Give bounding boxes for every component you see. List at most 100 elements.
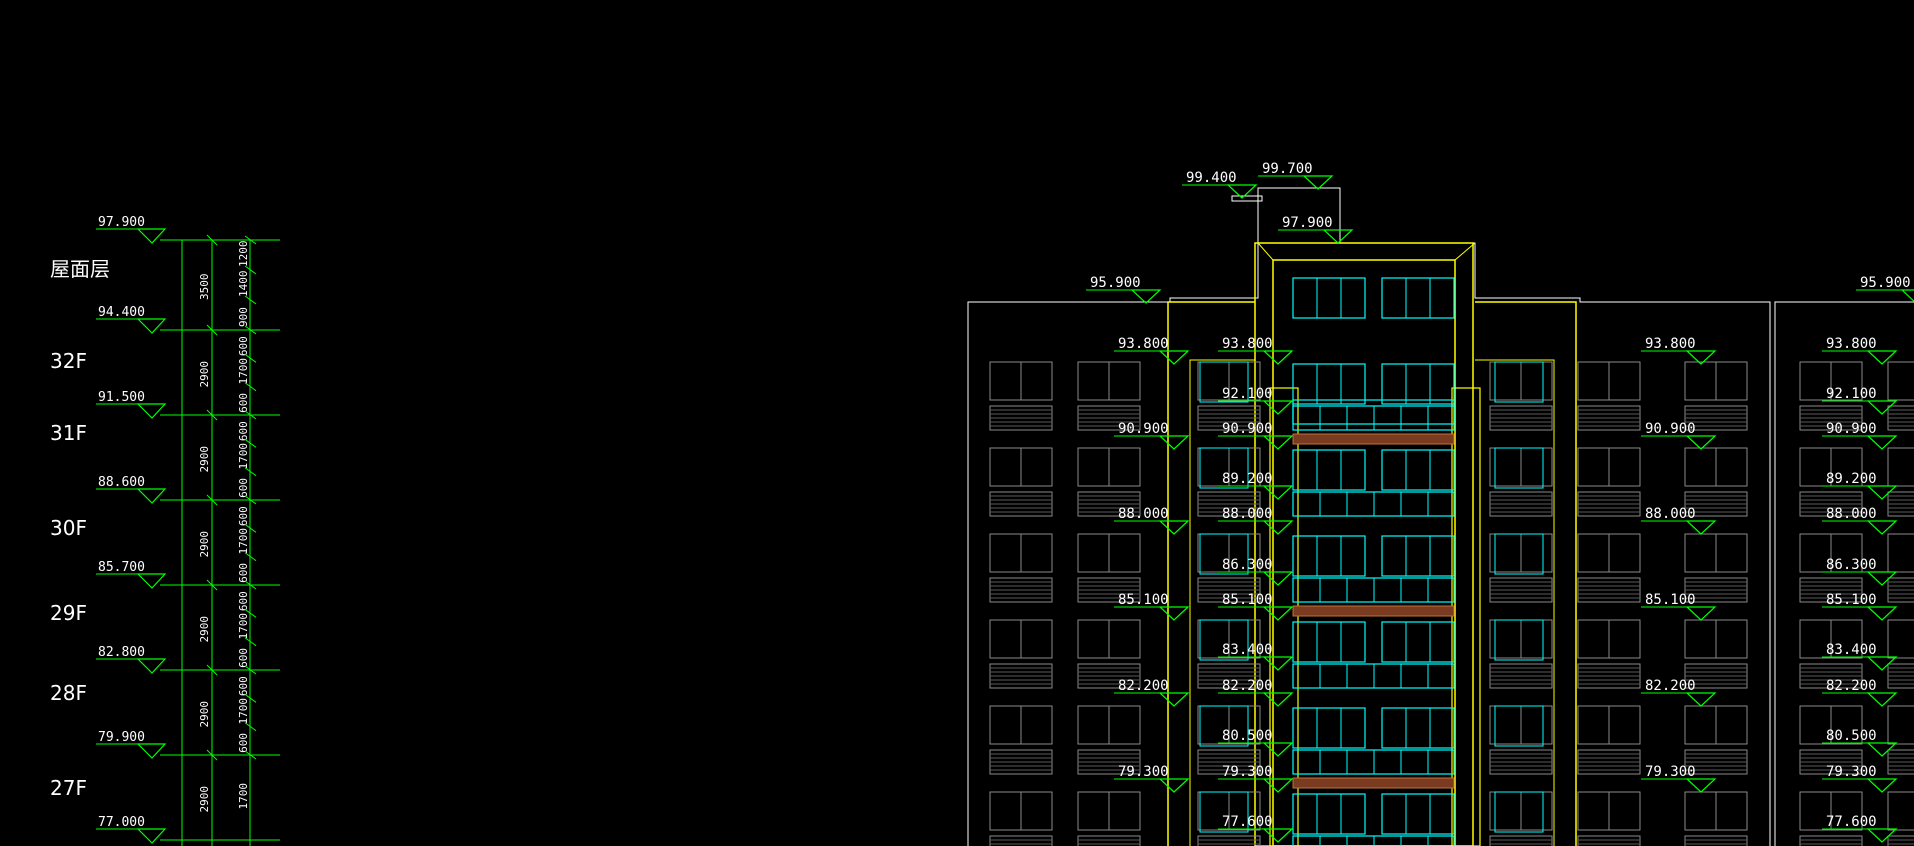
side-railing xyxy=(1684,835,1748,846)
level-marker-triangle xyxy=(136,658,167,674)
left-side-elevation-text: 82.200 xyxy=(1118,678,1169,694)
elevation-marker xyxy=(1685,520,1717,535)
core-window xyxy=(1381,277,1455,319)
wing-window xyxy=(1494,533,1544,575)
dimension-tick xyxy=(244,523,257,533)
level-elevation-text: 77.000 xyxy=(98,815,145,830)
level-marker-triangle xyxy=(136,403,167,419)
total-dimension-text: 2900 xyxy=(198,446,211,473)
left-side-elevation-text: 85.100 xyxy=(1118,592,1169,608)
core-window xyxy=(1381,621,1455,663)
floor-label: 31F xyxy=(50,421,87,445)
elevation-marker xyxy=(1685,692,1717,707)
core-window xyxy=(1381,793,1455,835)
dimension-tick xyxy=(206,234,218,246)
wing-window xyxy=(1494,791,1544,833)
level-marker-triangle xyxy=(136,573,167,589)
floor-label: 29F xyxy=(50,601,87,625)
elevation-marker xyxy=(1866,692,1898,707)
elevation-marker xyxy=(1866,778,1898,793)
elevation-marker xyxy=(1262,435,1294,450)
elevation-marker xyxy=(1262,571,1294,586)
part-dimension-text: 1700 xyxy=(237,613,250,640)
elevation-marker xyxy=(1262,778,1294,793)
right-elevation-text: 82.200 xyxy=(1826,678,1877,694)
mid-side-elevation-text: 79.300 xyxy=(1645,764,1696,780)
core-window xyxy=(1292,621,1366,663)
core-window xyxy=(1292,793,1366,835)
wing-window xyxy=(1199,447,1249,489)
side-railing xyxy=(1489,835,1553,846)
right-elevation-text: 92.100 xyxy=(1826,386,1877,402)
total-dimension-text: 2900 xyxy=(198,531,211,558)
dimension-tick xyxy=(244,693,257,703)
level-elevation-text: 82.800 xyxy=(98,645,145,660)
part-dimension-text: 1700 xyxy=(237,358,250,385)
core-window xyxy=(1292,707,1366,749)
parapet-elevation-text: 95.900 xyxy=(1860,275,1911,291)
core-window xyxy=(1292,363,1366,405)
side-window xyxy=(1887,361,1914,401)
dimension-tick xyxy=(206,664,218,676)
part-dimension-text: 900 xyxy=(237,307,250,327)
part-dimension-text: 600 xyxy=(237,336,250,356)
core-window xyxy=(1381,449,1455,491)
roof-label: 屋面层 xyxy=(50,257,110,281)
right-elevation-text: 88.000 xyxy=(1826,506,1877,522)
floor-label: 27F xyxy=(50,776,87,800)
elevation-marker xyxy=(1262,606,1294,621)
dimension-tick xyxy=(244,722,257,732)
total-dimension-text: 2900 xyxy=(198,616,211,643)
level-elevation-text: 79.900 xyxy=(98,730,145,745)
left-side-elevation-text: 93.800 xyxy=(1118,336,1169,352)
elevation-marker xyxy=(1322,229,1354,244)
mid-side-elevation-text: 82.200 xyxy=(1645,678,1696,694)
dimension-tick xyxy=(206,324,218,336)
core-elevation-text: 85.100 xyxy=(1222,592,1273,608)
dimension-tick xyxy=(244,495,257,505)
core-window xyxy=(1381,707,1455,749)
dimension-tick xyxy=(206,579,218,591)
dimension-tick xyxy=(244,410,257,420)
elevation-marker xyxy=(1158,606,1190,621)
wing-window xyxy=(1494,361,1544,403)
core-elevation-text: 80.500 xyxy=(1222,728,1273,744)
core-elevation-text: 77.600 xyxy=(1222,814,1273,830)
dimension-tick xyxy=(244,265,257,275)
elevation-marker xyxy=(1158,350,1190,365)
core-window xyxy=(1292,277,1366,319)
dimension-tick xyxy=(244,608,257,618)
right-elevation-text: 93.800 xyxy=(1826,336,1877,352)
dimension-tick xyxy=(244,665,257,675)
elevation-marker xyxy=(1262,828,1294,843)
part-dimension-text: 600 xyxy=(237,648,250,668)
core-elevation-text: 90.900 xyxy=(1222,421,1273,437)
part-dimension-text: 1700 xyxy=(237,528,250,555)
elevation-marker xyxy=(1262,656,1294,671)
dimension-tick xyxy=(244,438,257,448)
elevation-marker xyxy=(1262,520,1294,535)
elevation-marker xyxy=(1130,289,1162,304)
dimension-tick xyxy=(206,409,218,421)
elevation-marker xyxy=(1866,571,1898,586)
core-elevation-text: 88.000 xyxy=(1222,506,1273,522)
core-window xyxy=(1292,535,1366,577)
elevation-marker xyxy=(1685,778,1717,793)
core-window xyxy=(1292,449,1366,491)
core-elevation-text: 83.400 xyxy=(1222,642,1273,658)
hatched-slab xyxy=(1292,605,1455,617)
floor-label: 32F xyxy=(50,349,87,373)
hatched-slab xyxy=(1292,777,1455,789)
right-elevation-text: 85.100 xyxy=(1826,592,1877,608)
right-pilaster xyxy=(1451,387,1481,846)
core-window xyxy=(1381,363,1455,405)
dimension-tick xyxy=(244,580,257,590)
floor-label: 30F xyxy=(50,516,87,540)
elevation-marker xyxy=(1158,692,1190,707)
dimension-tick xyxy=(244,295,257,305)
floor-label: 28F xyxy=(50,681,87,705)
elevation-marker xyxy=(1866,828,1898,843)
part-dimension-text: 1700 xyxy=(237,783,250,810)
